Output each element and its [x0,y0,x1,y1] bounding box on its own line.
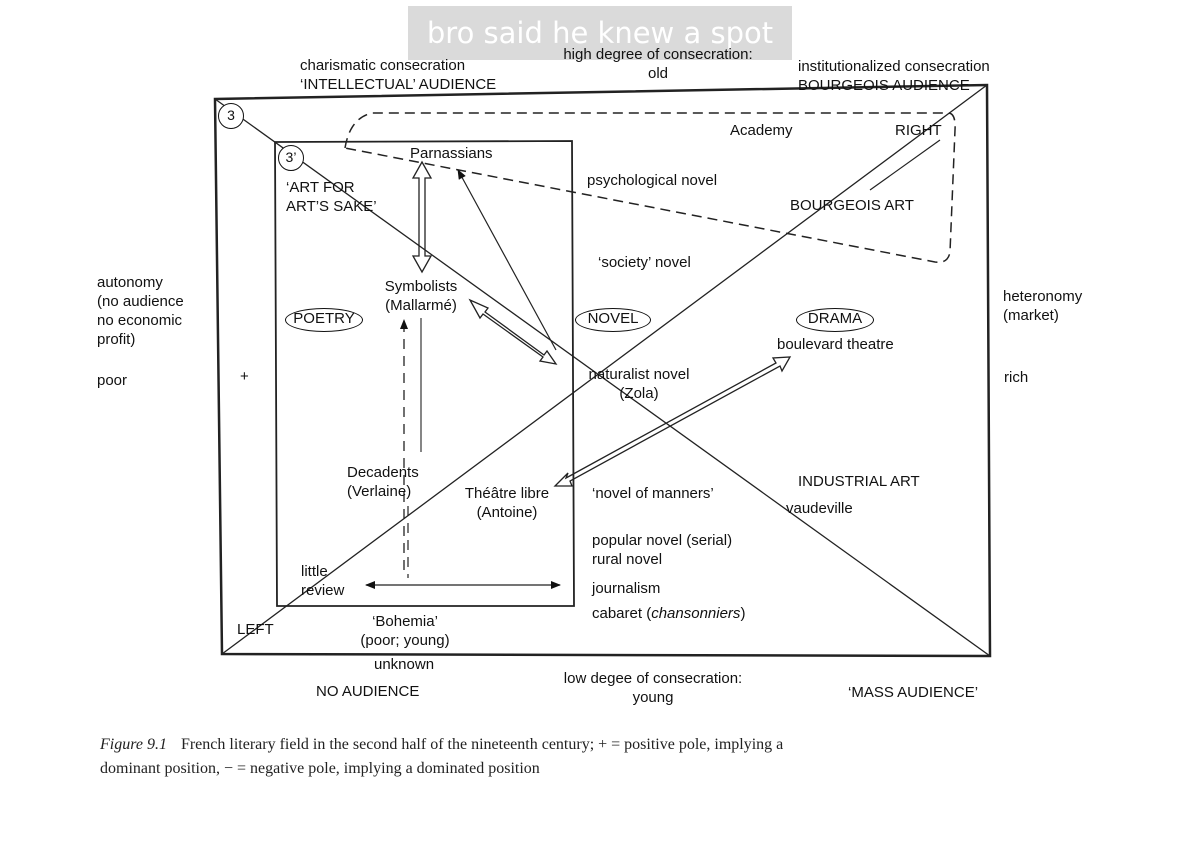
marker-3: 3 [218,103,244,129]
novel-oval: NOVEL [575,308,651,332]
vaudeville-label: vaudeville [786,500,853,517]
academy-label: Academy [730,122,793,139]
low-consecration-label: low degee of consecration: [563,670,743,687]
mass-audience-label: ‘MASS AUDIENCE’ [848,684,979,701]
old-label: old [647,65,669,82]
review-line: review [301,582,345,599]
mallarme-line: (Mallarmé) [385,297,457,314]
psychological-novel-label: psychological novel [587,172,718,189]
arrow-symbolists-naturalist [468,298,558,365]
bourgeois-art-label: BOURGEOIS ART [790,197,914,214]
diagonal-left-to-right [221,84,988,655]
cabaret-label: cabaret (chansonniers) [592,604,745,623]
arrow-theatre-drama [553,356,792,487]
art-for-arts-sake-label: ‘ART FOR ART’S SAKE’ [286,178,377,216]
symbolists-label: Symbolists (Mallarmé) [366,277,476,315]
antoine-line: (Antoine) [476,504,538,521]
top-right-labels: institutionalized consecration BOURGEOIS… [798,57,990,95]
theatre-libre-label: Théâtre libre (Antoine) [452,484,562,522]
left-label: LEFT [237,621,274,638]
figure-number: Figure 9.1 [100,736,167,753]
plus-sign: + [240,368,249,385]
poor-young-line: (poor; young) [360,632,450,649]
parnassians-label: Parnassians [410,145,493,162]
right-label: RIGHT [895,122,942,139]
caption-line-2: dominant position, − = negative pole, im… [100,760,540,777]
naturalist-novel-line: naturalist novel [588,366,690,383]
intellectual-audience-label: ‘INTELLECTUAL’ AUDIENCE [300,76,497,93]
heteronomy-labels: heteronomy (market) [1003,287,1082,325]
caption-text-1: French literary field in the second half… [180,736,784,753]
no-audience-paren-label: (no audience [97,293,184,310]
little-line: little [301,563,328,580]
no-economic-label: no economic [97,312,183,329]
diagonal-3-to-mass [214,98,991,657]
unknown-label: unknown [374,656,435,673]
cabaret-text: cabaret ( [592,605,652,622]
overlay-banner: bro said he knew a spot [408,6,792,60]
cabaret-close-paren: ) [740,605,746,622]
top-left-labels: charismatic consecration ‘INTELLECTUAL’ … [300,56,496,94]
overlay-text: bro said he knew a spot [426,16,774,50]
theatre-libre-line: Théâtre libre [464,485,550,502]
arrow-parnassians-symbolists [411,160,433,274]
market-label: (market) [1003,307,1059,324]
society-novel-label: ‘society’ novel [598,254,691,271]
autonomy-labels: autonomy (no audience no economic profit… [97,273,184,349]
poor-label: poor [97,372,128,389]
decadents-line: Decadents [347,464,419,481]
chansonniers-text: chansonniers [651,605,741,622]
charismatic-consecration-label: charismatic consecration [300,57,466,74]
bohemia-line: ‘Bohemia’ [372,613,438,630]
naturalist-novel-label: naturalist novel (Zola) [576,365,702,403]
poetry-oval: POETRY [285,308,363,332]
popular-novel-line: popular novel (serial) [592,532,733,549]
inner-frame [274,140,575,607]
boulevard-theatre-label: boulevard theatre [777,336,894,353]
bourgeois-audience-label: BOURGEOIS AUDIENCE [798,77,970,94]
symbolists-line: Symbolists [384,278,458,295]
decadents-label: Decadents (Verlaine) [347,463,419,501]
institutionalized-consecration-label: institutionalized consecration [798,58,990,75]
bottom-center-labels: low degee of consecration: young [545,669,761,707]
caption-line-1: Figure 9.1 French literary field in the s… [100,733,1000,757]
autonomy-label: autonomy [97,274,163,291]
drama-oval: DRAMA [796,308,874,332]
novel-of-manners-label: ‘novel of manners’ [592,485,714,502]
industrial-art-label: INDUSTRIAL ART [798,473,920,490]
profit-label: profit) [97,331,136,348]
art-for-line: ‘ART FOR [286,179,355,196]
young-label: young [632,689,674,706]
little-review-label: little review [301,562,344,600]
zola-line: (Zola) [619,385,659,402]
rich-label: rich [1004,369,1029,386]
verlaine-line: (Verlaine) [347,483,412,500]
rural-novel-line: rural novel [592,551,663,568]
high-consecration-label: high degree of consecration: [563,46,753,63]
popular-novel-label: popular novel (serial) rural novel [592,531,732,569]
arrow-to-parnassians [457,169,557,351]
bourgeois-dashed-region [344,112,956,264]
journalism-label: journalism [592,580,661,597]
no-audience-label: NO AUDIENCE [316,683,420,700]
heteronomy-label: heteronomy [1003,288,1083,305]
marker-3-prime: 3’ [278,145,304,171]
right-label-leader [869,139,941,191]
figure-caption: Figure 9.1 French literary field in the s… [100,733,1000,781]
bohemia-label: ‘Bohemia’ (poor; young) [340,612,470,650]
top-center-labels: high degree of consecration: old [548,45,768,83]
arts-sake-line: ART’S SAKE’ [286,198,377,215]
